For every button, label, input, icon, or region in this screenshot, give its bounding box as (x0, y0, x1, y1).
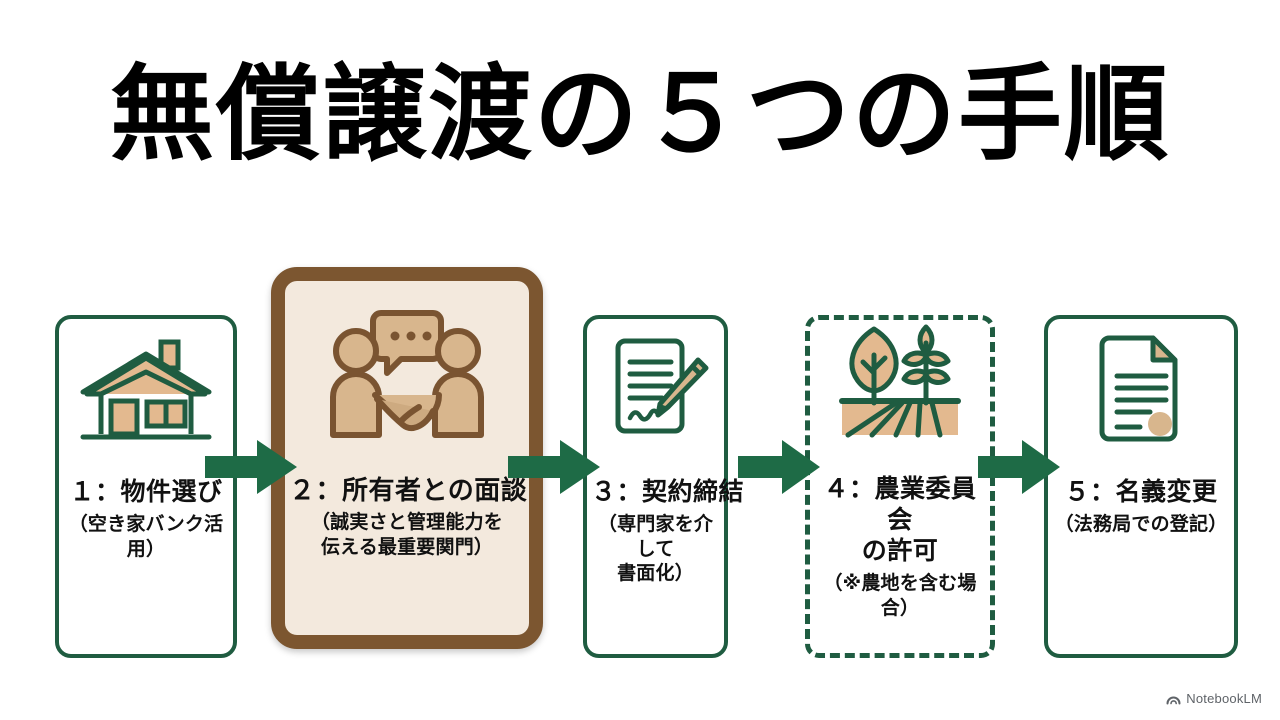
step-5-title: ５：名義変更 (1064, 478, 1218, 506)
step-1-icon-area (59, 319, 233, 447)
step-2-subtitle-line-2: 伝える最重要関門） (320, 536, 494, 558)
arrow-step3-to-step4 (738, 438, 820, 496)
step-card-5[interactable]: ５：名義変更 （法務局での登記） (1044, 315, 1238, 658)
step-2-icon-area (285, 281, 529, 446)
process-flow: １：物件選び （空き家バンク活用） (0, 258, 1280, 658)
handshake-conversation-icon (319, 309, 495, 446)
step-card-4[interactable]: ４：農業委員会 の許可 （※農地を含む場合） (805, 315, 995, 658)
step-4-title-line-2: の許可 (861, 537, 939, 565)
registered-document-icon (1093, 334, 1189, 447)
step-5-subtitle: （法務局での登記） (1054, 514, 1228, 535)
step-1-title: １：物件選び (69, 478, 223, 506)
step-card-2[interactable]: ２：所有者との面談 （誠実さと管理能力を 伝える最重要関門） (271, 267, 543, 649)
step-5-text: ５：名義変更 （法務局での登記） (1048, 477, 1234, 538)
step-5-icon-area (1048, 319, 1234, 447)
farmland-icon (836, 321, 964, 448)
step-card-3[interactable]: ３：契約締結 （専門家を介して 書面化） (583, 315, 745, 658)
step-card-1[interactable]: １：物件選び （空き家バンク活用） (55, 315, 237, 658)
step-4-icon-area (810, 320, 990, 448)
step-4-text: ４：農業委員会 の許可 （※農地を含む場合） (810, 474, 990, 621)
step-2-title: ２：所有者との面談 (289, 475, 528, 505)
step-2-subtitle: （誠実さと管理能力を 伝える最重要関門） (289, 511, 525, 560)
contract-signing-icon (602, 336, 710, 447)
step-4-subtitle: （※農地を含む場合） (823, 573, 977, 619)
step-3-title: ３：契約締結 (591, 478, 745, 506)
step-4-title-line-1: ４：農業委員会 (823, 475, 977, 534)
arrow-step1-to-step2 (205, 438, 297, 496)
step-4-title: ４：農業委員会 の許可 (814, 474, 986, 567)
notebooklm-watermark: NotebookLM (1166, 691, 1262, 706)
step-2-text: ２：所有者との面談 （誠実さと管理能力を 伝える最重要関門） (285, 474, 529, 561)
page-title: 無償譲渡の５つの手順 (109, 57, 1170, 173)
arrow-step2-to-step3 (508, 438, 600, 496)
step-3-text: ３：契約締結 （専門家を介して 書面化） (587, 477, 745, 587)
arrow-step4-to-step5 (978, 438, 1060, 496)
notebooklm-label: NotebookLM (1186, 691, 1262, 706)
house-icon (79, 338, 213, 447)
step-2-subtitle-line-1: （誠実さと管理能力を (310, 512, 503, 534)
notebooklm-arc-icon (1166, 692, 1181, 705)
step-1-text: １：物件選び （空き家バンク活用） (59, 477, 233, 562)
step-3-subtitle-line-1: （専門家を介して (597, 514, 714, 560)
step-3-subtitle: （専門家を介して 書面化） (591, 513, 720, 587)
step-1-subtitle: （空き家バンク活用） (68, 514, 224, 560)
step-3-icon-area (587, 319, 724, 447)
step-3-subtitle-line-2: 書面化） (617, 563, 694, 585)
